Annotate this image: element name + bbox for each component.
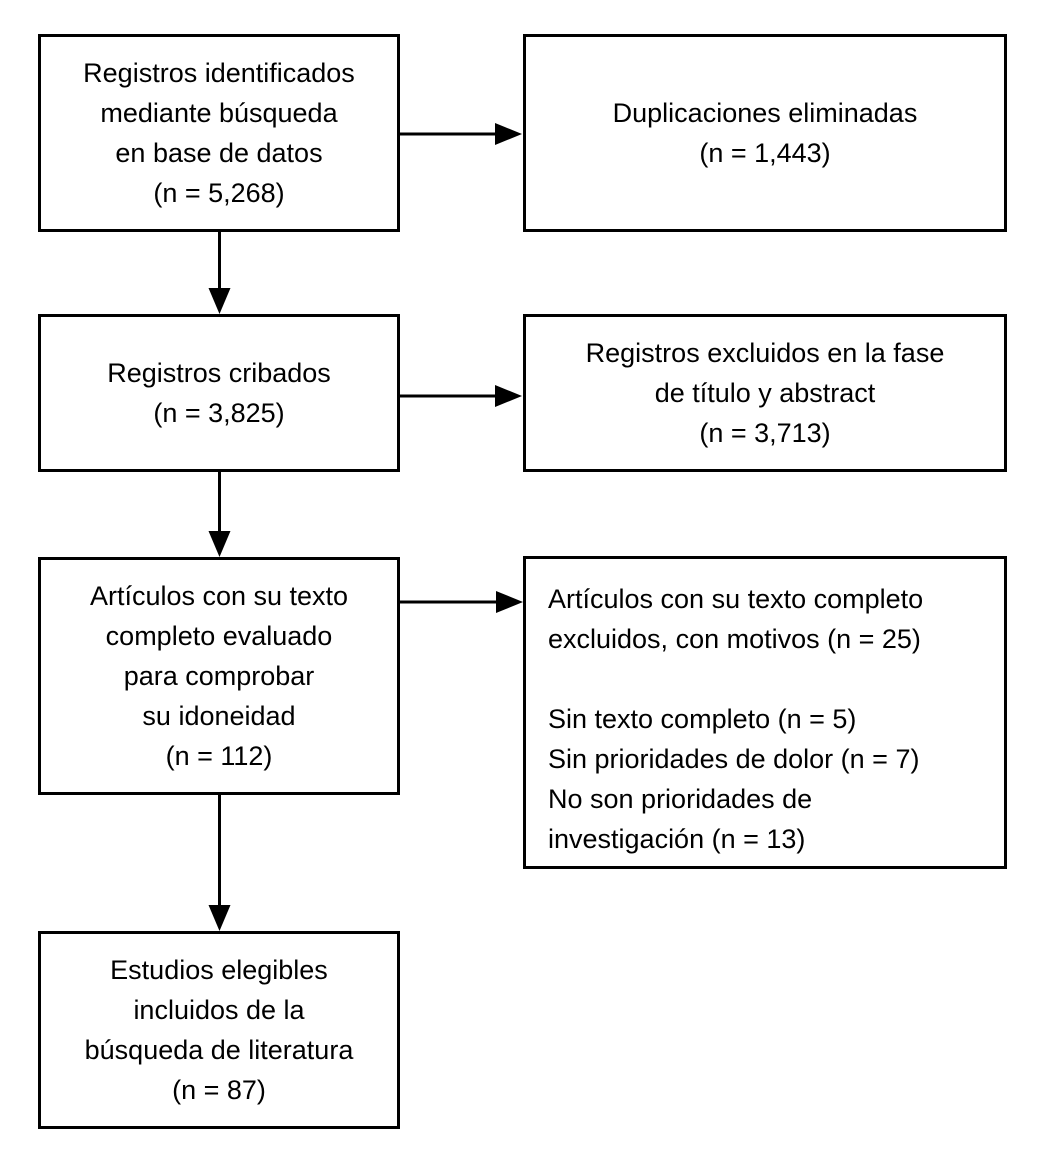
arrow-fulltext-to-excluded [400,591,523,613]
box-text-line: Duplicaciones eliminadas [612,98,918,128]
box-count: (n = 5,268) [153,178,285,208]
box-text-line: mediante búsqueda [100,98,338,128]
box-fulltext-assessed: Artículos con su texto completo evaluado… [38,557,400,795]
box-text-line: Estudios elegibles [110,955,328,985]
box-fulltext-excluded-reasons: Artículos con su texto completo excluido… [523,556,1007,869]
exclusion-reason: investigación (n = 13) [548,824,806,854]
box-text-line: excluidos, con motivos (n = 25) [548,624,921,654]
box-excluded-title-abstract: Registros excluidos en la fase de título… [523,314,1007,472]
arrow-identified-to-duplicates [400,123,522,145]
arrow-screened-to-fulltext [208,472,231,557]
box-text-line: Artículos con su texto [89,581,349,611]
box-count: (n = 112) [165,741,273,771]
box-count: (n = 1,443) [699,138,831,168]
exclusion-reason: Sin texto completo (n = 5) [548,704,857,734]
box-records-identified: Registros identificados mediante búsqued… [38,34,400,232]
box-text-line: incluidos de la [133,995,305,1025]
box-count: (n = 3,713) [699,418,831,448]
box-studies-included: Estudios elegibles incluidos de la búsqu… [38,931,400,1129]
exclusion-reason: No son prioridades de [548,784,813,814]
box-text-line: en base de datos [115,138,323,168]
exclusion-reason: Sin prioridades de dolor (n = 7) [548,744,920,774]
box-text-line: para comprobar [123,661,315,691]
box-records-screened: Registros cribados (n = 3,825) [38,314,400,472]
box-text-line: Registros identificados [83,58,355,88]
arrow-fulltext-to-included [208,795,231,931]
box-text-line: de título y abstract [654,378,876,408]
box-count: (n = 87) [172,1075,266,1105]
box-text-line: completo evaluado [105,621,333,651]
box-text-line: Registros excluidos en la fase [585,338,945,368]
box-text-line: búsqueda de literatura [84,1035,354,1065]
box-duplicates-removed: Duplicaciones eliminadas (n = 1,443) [523,34,1007,232]
box-count: (n = 3,825) [153,398,285,428]
box-text-line: Artículos con su texto completo [548,584,924,614]
box-text-line: su idoneidad [142,701,296,731]
box-text-line: Registros cribados [107,358,331,388]
arrow-screened-to-excluded [400,385,522,407]
box-text-line-blank [548,659,988,699]
arrow-identified-to-screened [208,232,231,314]
